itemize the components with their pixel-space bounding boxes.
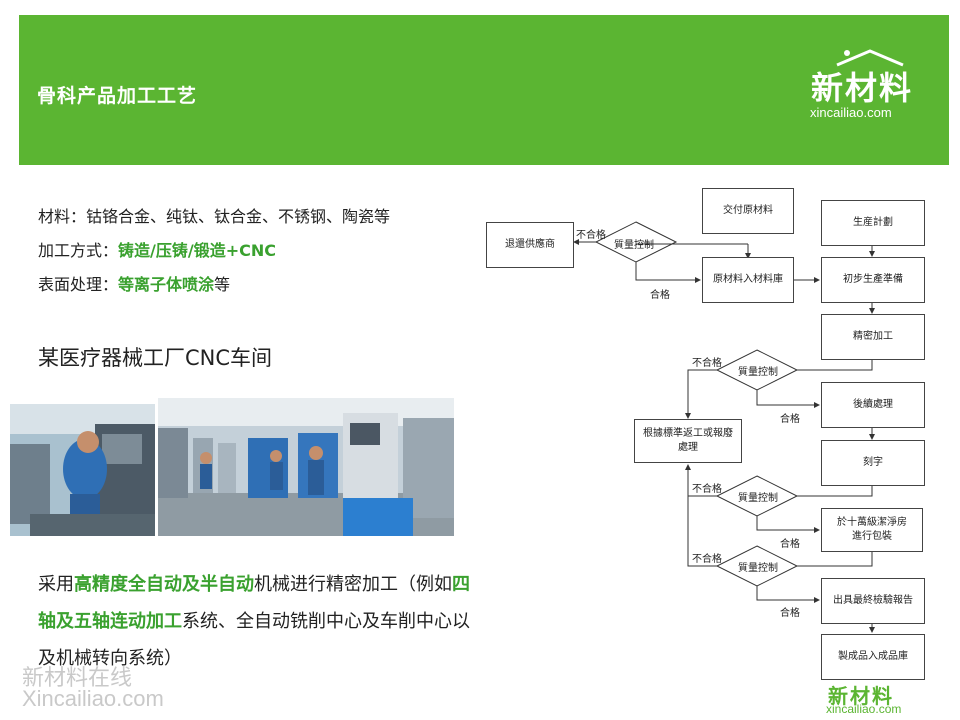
box-engrave: 刻字 (821, 440, 925, 486)
method-line: 加工方式：铸造/压铸/锻造+CNC (38, 234, 390, 268)
qc4-label: 質量控制 (738, 563, 778, 574)
qc4-reject-label: 不合格 (692, 554, 722, 565)
qc2-label: 質量控制 (738, 367, 778, 378)
qc2-reject-label: 不合格 (692, 358, 722, 369)
material-line: 材料：钴铬合金、纯钛、钛合金、不锈钢、陶瓷等 (38, 200, 390, 234)
cnc-photo-worker (10, 404, 155, 536)
material-label: 材料： (38, 207, 87, 226)
watermark-cn: 新材料在线 (22, 666, 133, 691)
qc2-pass-label: 合格 (780, 414, 800, 425)
header-banner: 骨科产品加工工艺 新材料 xincailiao.com (19, 15, 949, 165)
box-return-supplier: 退還供應商 (486, 222, 574, 268)
brand-logo: 新材料 xincailiao.com (805, 45, 935, 135)
qc3-label: 質量控制 (738, 493, 778, 504)
cnc-photo-workshop (158, 398, 454, 536)
qc1-label: 質量控制 (614, 240, 654, 251)
para-highlight-2: 四轴及五轴连动加工 (38, 574, 470, 632)
qc1-reject-label: 不合格 (576, 230, 606, 241)
logo-text-en: xincailiao.com (810, 105, 892, 120)
box-precision-machining: 精密加工 (821, 314, 925, 360)
roof-icon (836, 49, 904, 67)
box-finished-store: 製成品入成品庫 (821, 634, 925, 680)
box-rework: 根據標準返工或報廢處理 (634, 419, 742, 463)
qc1-pass-label: 合格 (650, 290, 670, 301)
footer-logo: 新材料 xincailiao.com (820, 680, 950, 718)
method-value: 铸造/压铸/锻造+CNC (118, 241, 276, 260)
material-info: 材料：钴铬合金、纯钛、钛合金、不锈钢、陶瓷等 加工方式：铸造/压铸/锻造+CNC… (38, 200, 390, 302)
qc4-pass-label: 合格 (780, 608, 800, 619)
para-text-1: 采用 (38, 574, 74, 595)
page-title: 骨科产品加工工艺 (37, 85, 198, 107)
workshop-subtitle: 某医疗器械工厂CNC车间 (38, 346, 273, 370)
box-raw-to-store: 原材料入材料庫 (702, 257, 794, 303)
box-post-processing: 後續處理 (821, 382, 925, 428)
para-text-3: 系统、全自动铣削中心及车削中心以及机械转向系统） (38, 611, 470, 669)
surface-value: 等离子体喷涂 (118, 275, 215, 294)
footer-logo-cn: 新材料 (828, 684, 894, 708)
box-clean-pack: 於十萬級潔淨房進行包裝 (821, 508, 923, 552)
qc3-pass-label: 合格 (780, 539, 800, 550)
surface-label: 表面处理： (38, 275, 119, 294)
box-final-report: 出具最終檢驗報告 (821, 578, 925, 624)
logo-text-cn: 新材料 (811, 69, 914, 107)
para-text-2: 机械进行精密加工（例如 (254, 574, 452, 595)
machining-description: 采用高精度全自动及半自动机械进行精密加工（例如四轴及五轴连动加工系统、全自动铣削… (38, 566, 478, 677)
surface-line: 表面处理：等离子体喷涂等 (38, 268, 390, 302)
box-production-plan: 生産計劃 (821, 200, 925, 246)
footer-logo-en: xincailiao.com (826, 702, 902, 716)
box-deliver-material: 交付原材料 (702, 188, 794, 234)
surface-suffix: 等 (214, 275, 231, 294)
method-label: 加工方式： (38, 241, 119, 260)
para-highlight-1: 高精度全自动及半自动 (74, 574, 254, 595)
box-initial-prep: 初步生產準備 (821, 257, 925, 303)
material-value: 钴铬合金、纯钛、钛合金、不锈钢、陶瓷等 (86, 207, 391, 226)
watermark-en: Xincailiao.com (22, 686, 164, 711)
qc3-reject-label: 不合格 (692, 484, 722, 495)
